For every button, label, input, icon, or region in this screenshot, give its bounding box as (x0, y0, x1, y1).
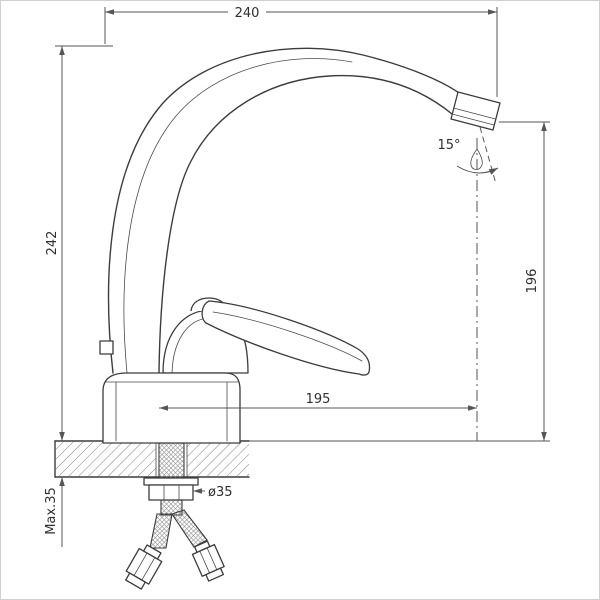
water-drop-icon (470, 148, 483, 170)
supply-hose-left (149, 513, 173, 549)
supply-hose-right (171, 509, 208, 548)
dimension-195: 195 (159, 392, 477, 411)
mounting-washer (143, 477, 199, 486)
angle-annotation-15deg: 15° (437, 126, 499, 441)
dim-195-label: 195 (306, 392, 331, 407)
hose-fitting-left (125, 544, 163, 590)
countertop-hatch-left (56, 442, 156, 476)
hose-fitting-right (191, 540, 225, 582)
dimension-max-thickness: Max.35 (44, 477, 65, 547)
countertop-section (54, 440, 550, 478)
spout-side-detail (99, 340, 114, 355)
countertop-hatch-right (187, 442, 249, 476)
dim-196-label: 196 (525, 269, 540, 294)
dim-240-label: 240 (235, 6, 260, 21)
faucet-aerator (450, 91, 501, 131)
dimension-240: 240 (104, 6, 498, 97)
angle-15-label: 15° (437, 138, 460, 153)
faucet-handle-lever (201, 300, 371, 376)
mounting-nut (143, 477, 199, 501)
label-hole-diameter: ø35 (193, 485, 233, 500)
faucet-spout (99, 47, 464, 374)
dim-242-label: 242 (45, 231, 60, 256)
hole-diameter-label: ø35 (208, 485, 233, 500)
dimension-196: 196 (499, 121, 550, 441)
max-thickness-label: Max.35 (44, 487, 59, 535)
dimension-242: 242 (45, 45, 113, 441)
